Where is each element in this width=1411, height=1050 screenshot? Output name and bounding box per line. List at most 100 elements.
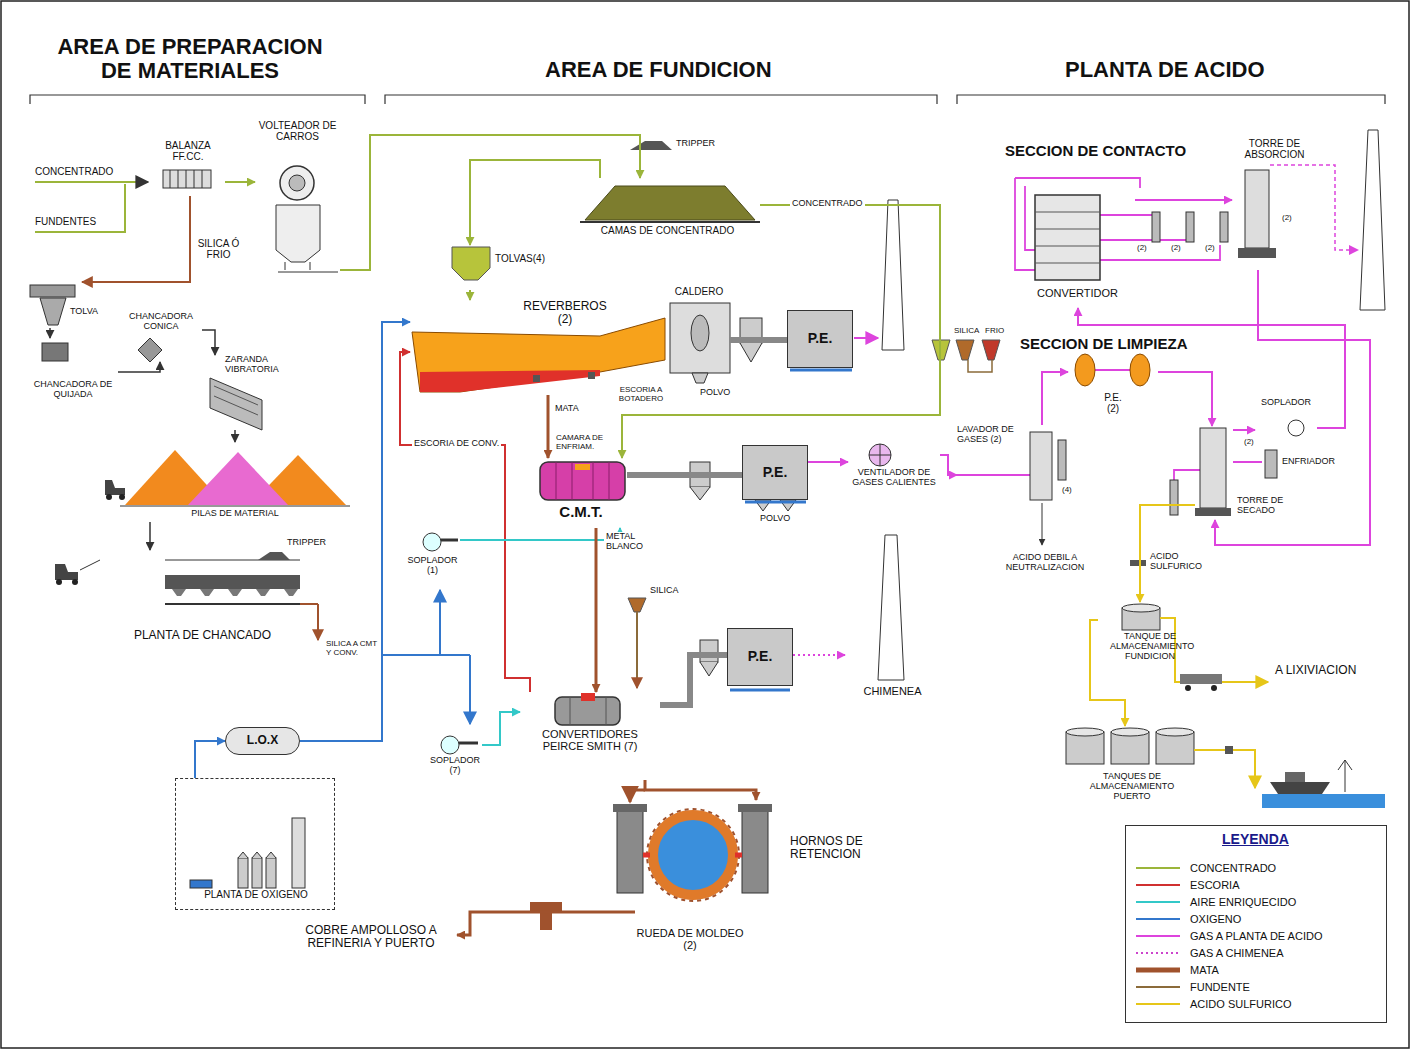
equipment-label: LAVADOR DE GASES (2)	[957, 425, 1029, 445]
equipment-label: VOLTEADOR DE CARROS	[255, 120, 340, 142]
precipitator-box: P.E.	[742, 445, 808, 500]
equipment-node: SOPLADOR (1)	[405, 528, 460, 586]
process-note: FRIO	[985, 327, 1004, 336]
equipment-label: TOLVAS(4)	[495, 253, 545, 264]
flow-label: CONCENTRADO	[790, 199, 865, 209]
legend-swatch	[1134, 948, 1182, 958]
equipment-label: SOPLADOR (1)	[405, 556, 460, 576]
flow-line	[400, 352, 530, 692]
equipment-node: CHANCADORA DE QUIJADA	[28, 338, 118, 408]
flow-line	[340, 135, 640, 270]
legend-row: GAS A CHIMENEA	[1134, 945, 1284, 961]
equipment-node: TANQUES DE ALMACENAMIENTO PUERTO	[1060, 726, 1205, 816]
equipment-label: CHANCADORA CONICA	[120, 312, 202, 332]
flow-line	[547, 395, 550, 458]
equipment-node: TOLVAS(4)	[445, 245, 560, 290]
legend-swatch	[1134, 931, 1182, 941]
flow-line	[793, 654, 845, 656]
equipment-label: CHANCADORA DE QUIJADA	[28, 380, 118, 400]
legend-row: OXIGENO	[1134, 911, 1241, 927]
legend-swatch	[1134, 880, 1182, 890]
flow-line	[225, 181, 255, 183]
equipment-label: PILAS DE MATERIAL	[175, 509, 295, 519]
process-note: A LIXIVIACION	[1275, 664, 1356, 677]
equipment-node: P.E. (2)	[1068, 352, 1158, 420]
process-note: (4)	[1062, 486, 1072, 495]
equipment-node: PLANTA DE CHANCADO	[95, 550, 310, 648]
flow-line	[149, 522, 151, 550]
equipment-label: TANQUES DE ALMACENAMIENTO PUERTO	[1082, 772, 1182, 802]
legend-row: AIRE ENRIQUECIDO	[1134, 894, 1296, 910]
process-note: SILICA	[650, 586, 679, 596]
legend-row: GAS A PLANTA DE ACIDO	[1134, 928, 1322, 944]
precipitator-box: P.E.	[787, 310, 853, 368]
flow-line	[660, 655, 727, 705]
equipment-node: ENFRIADOR	[1262, 448, 1354, 480]
equipment-label: PLANTA DE CHANCADO	[95, 629, 310, 642]
area-heading: AREA DE PREPARACION DE MATERIALES	[40, 35, 340, 83]
equipment-label: REVERBEROS (2)	[520, 300, 610, 326]
tank-capsule: L.O.X	[225, 727, 300, 755]
flow-line	[1042, 372, 1068, 425]
legend-swatch	[1134, 999, 1182, 1009]
equipment-node: VOLTEADOR DE CARROS	[255, 120, 340, 282]
flow-line	[627, 472, 742, 478]
equipment-label: VENTILADOR DE GASES CALIENTES	[848, 468, 940, 488]
process-note: SECCION DE LIMPIEZA	[1020, 336, 1188, 353]
flow-line	[49, 328, 51, 338]
equipment-label: C.M.T.	[535, 504, 627, 521]
legend-swatch	[1134, 982, 1182, 992]
legend-swatch	[1134, 897, 1182, 907]
equipment-label: P.E.	[763, 465, 788, 480]
legend-text: ESCORIA	[1190, 879, 1240, 891]
equipment-label: SOPLADOR	[1255, 398, 1317, 408]
flow-line	[730, 337, 787, 343]
flow-label: METAL BLANCO	[604, 532, 658, 552]
equipment-node: ZARANDA VIBRATORIA	[205, 355, 300, 430]
flow-label: ESCORIA DE CONV.	[412, 439, 501, 449]
flow-line	[470, 160, 600, 245]
flow-line	[595, 528, 598, 692]
equipment-label: CHIMENEA	[845, 685, 940, 697]
equipment-node: CHANCADORA CONICA	[120, 312, 202, 362]
process-note: TRIPPER	[287, 538, 326, 548]
legend-text: CONCENTRADO	[1190, 862, 1276, 874]
equipment-label: ENFRIADOR	[1282, 457, 1335, 467]
flow-line	[808, 461, 848, 463]
equipment-label: TOLVA	[70, 307, 98, 317]
process-note: ESCORIA A BOTADERO	[610, 386, 672, 404]
legend-row: FUNDENTE	[1134, 979, 1250, 995]
process-note: POLVO	[700, 388, 730, 398]
area-heading: AREA DE FUNDICION	[545, 58, 772, 82]
flow-line	[1135, 199, 1232, 201]
process-note: (2)	[1137, 244, 1147, 253]
equipment-node: VENTILADOR DE GASES CALIENTES	[848, 440, 940, 518]
flow-line	[1233, 461, 1262, 463]
process-note: (2)	[1205, 244, 1215, 253]
flow-line	[469, 290, 471, 300]
equipment-node: CAMAS DE CONCENTRADO	[575, 178, 760, 240]
flow-line	[482, 712, 520, 745]
flow-line	[622, 205, 940, 458]
flow-line	[457, 912, 635, 935]
legend-heading: LEYENDA	[1222, 832, 1289, 847]
flow-line	[118, 362, 160, 372]
equipment-node: LAVADOR DE GASES (2)	[957, 425, 1067, 503]
flow-line	[202, 330, 215, 355]
legend-swatch	[1134, 965, 1182, 975]
precipitator-box: P.E.	[727, 628, 793, 686]
legend-text: OXIGENO	[1190, 913, 1241, 925]
equipment-node: PILAS DE MATERIAL	[115, 442, 355, 522]
flow-line	[1215, 270, 1370, 545]
process-note: POLVO	[760, 514, 790, 524]
legend-text: ACIDO SULFURICO	[1190, 998, 1291, 1010]
process-note: (2)	[1171, 244, 1181, 253]
equipment-label: P.E.	[748, 649, 773, 664]
legend-row: ESCORIA	[1134, 877, 1240, 893]
equipment-label: SOPLADOR (7)	[428, 756, 482, 776]
plant-area: PLANTA DE OXIGENO	[175, 778, 335, 910]
equipment-node: TORRE DE ABSORCION	[1232, 138, 1317, 270]
equipment-node: TOLVA	[28, 283, 110, 328]
equipment-label: CALDERO	[668, 286, 730, 297]
